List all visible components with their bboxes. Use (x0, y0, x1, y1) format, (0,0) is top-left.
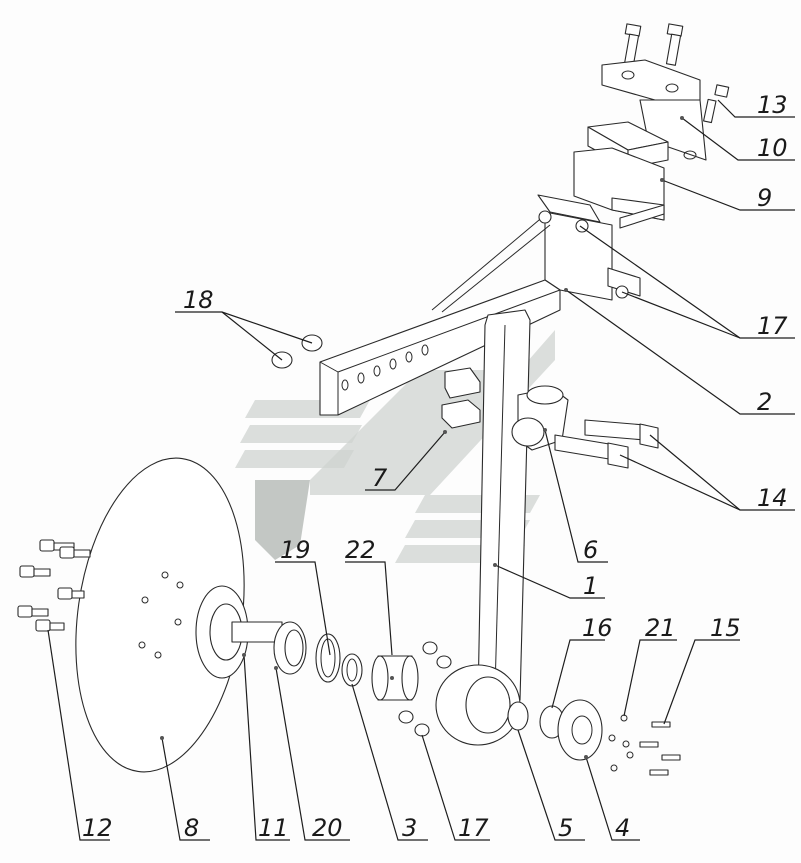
cap-bolts (608, 714, 681, 776)
callout-5: 5 (558, 814, 573, 842)
callout-18: 18 (183, 286, 214, 314)
callout-13: 13 (757, 91, 788, 119)
callout-3: 3 (402, 814, 417, 842)
lock-nuts (271, 334, 323, 369)
callout-17-upper: 17 (757, 312, 788, 340)
cap-assembly (507, 699, 603, 761)
mount-bracket (601, 59, 730, 161)
callout-16: 16 (582, 614, 613, 642)
callout-8: 8 (184, 814, 199, 842)
rings (315, 633, 363, 687)
callout-22: 22 (345, 536, 376, 564)
leader-lines (47, 99, 795, 841)
clamp (441, 367, 481, 429)
hub-assembly (195, 585, 307, 679)
callout-15: 15 (710, 614, 741, 642)
callout-17-lower: 17 (458, 814, 489, 842)
callout-14: 14 (757, 484, 788, 512)
callout-labels: 13 10 9 17 2 18 7 14 6 1 19 22 16 21 15 … (82, 91, 788, 842)
callout-10: 10 (757, 134, 788, 162)
spacer-block (573, 121, 669, 229)
callout-11: 11 (258, 814, 289, 842)
disc-arm (435, 309, 531, 746)
pivot-sleeve (511, 385, 659, 469)
callout-1: 1 (583, 572, 598, 600)
disc-bolts (17, 539, 91, 632)
callout-21: 21 (645, 614, 676, 642)
callout-6: 6 (583, 536, 598, 564)
callout-4: 4 (615, 814, 630, 842)
callout-19: 19 (280, 536, 311, 564)
callout-2: 2 (757, 388, 772, 416)
bearing-housing (371, 655, 419, 701)
reference-dots (160, 116, 684, 759)
top-bolts (623, 23, 684, 66)
callout-7: 7 (372, 464, 388, 492)
lower-nuts (398, 641, 452, 737)
callout-20: 20 (312, 814, 343, 842)
callout-12: 12 (82, 814, 113, 842)
callout-9: 9 (757, 184, 772, 212)
